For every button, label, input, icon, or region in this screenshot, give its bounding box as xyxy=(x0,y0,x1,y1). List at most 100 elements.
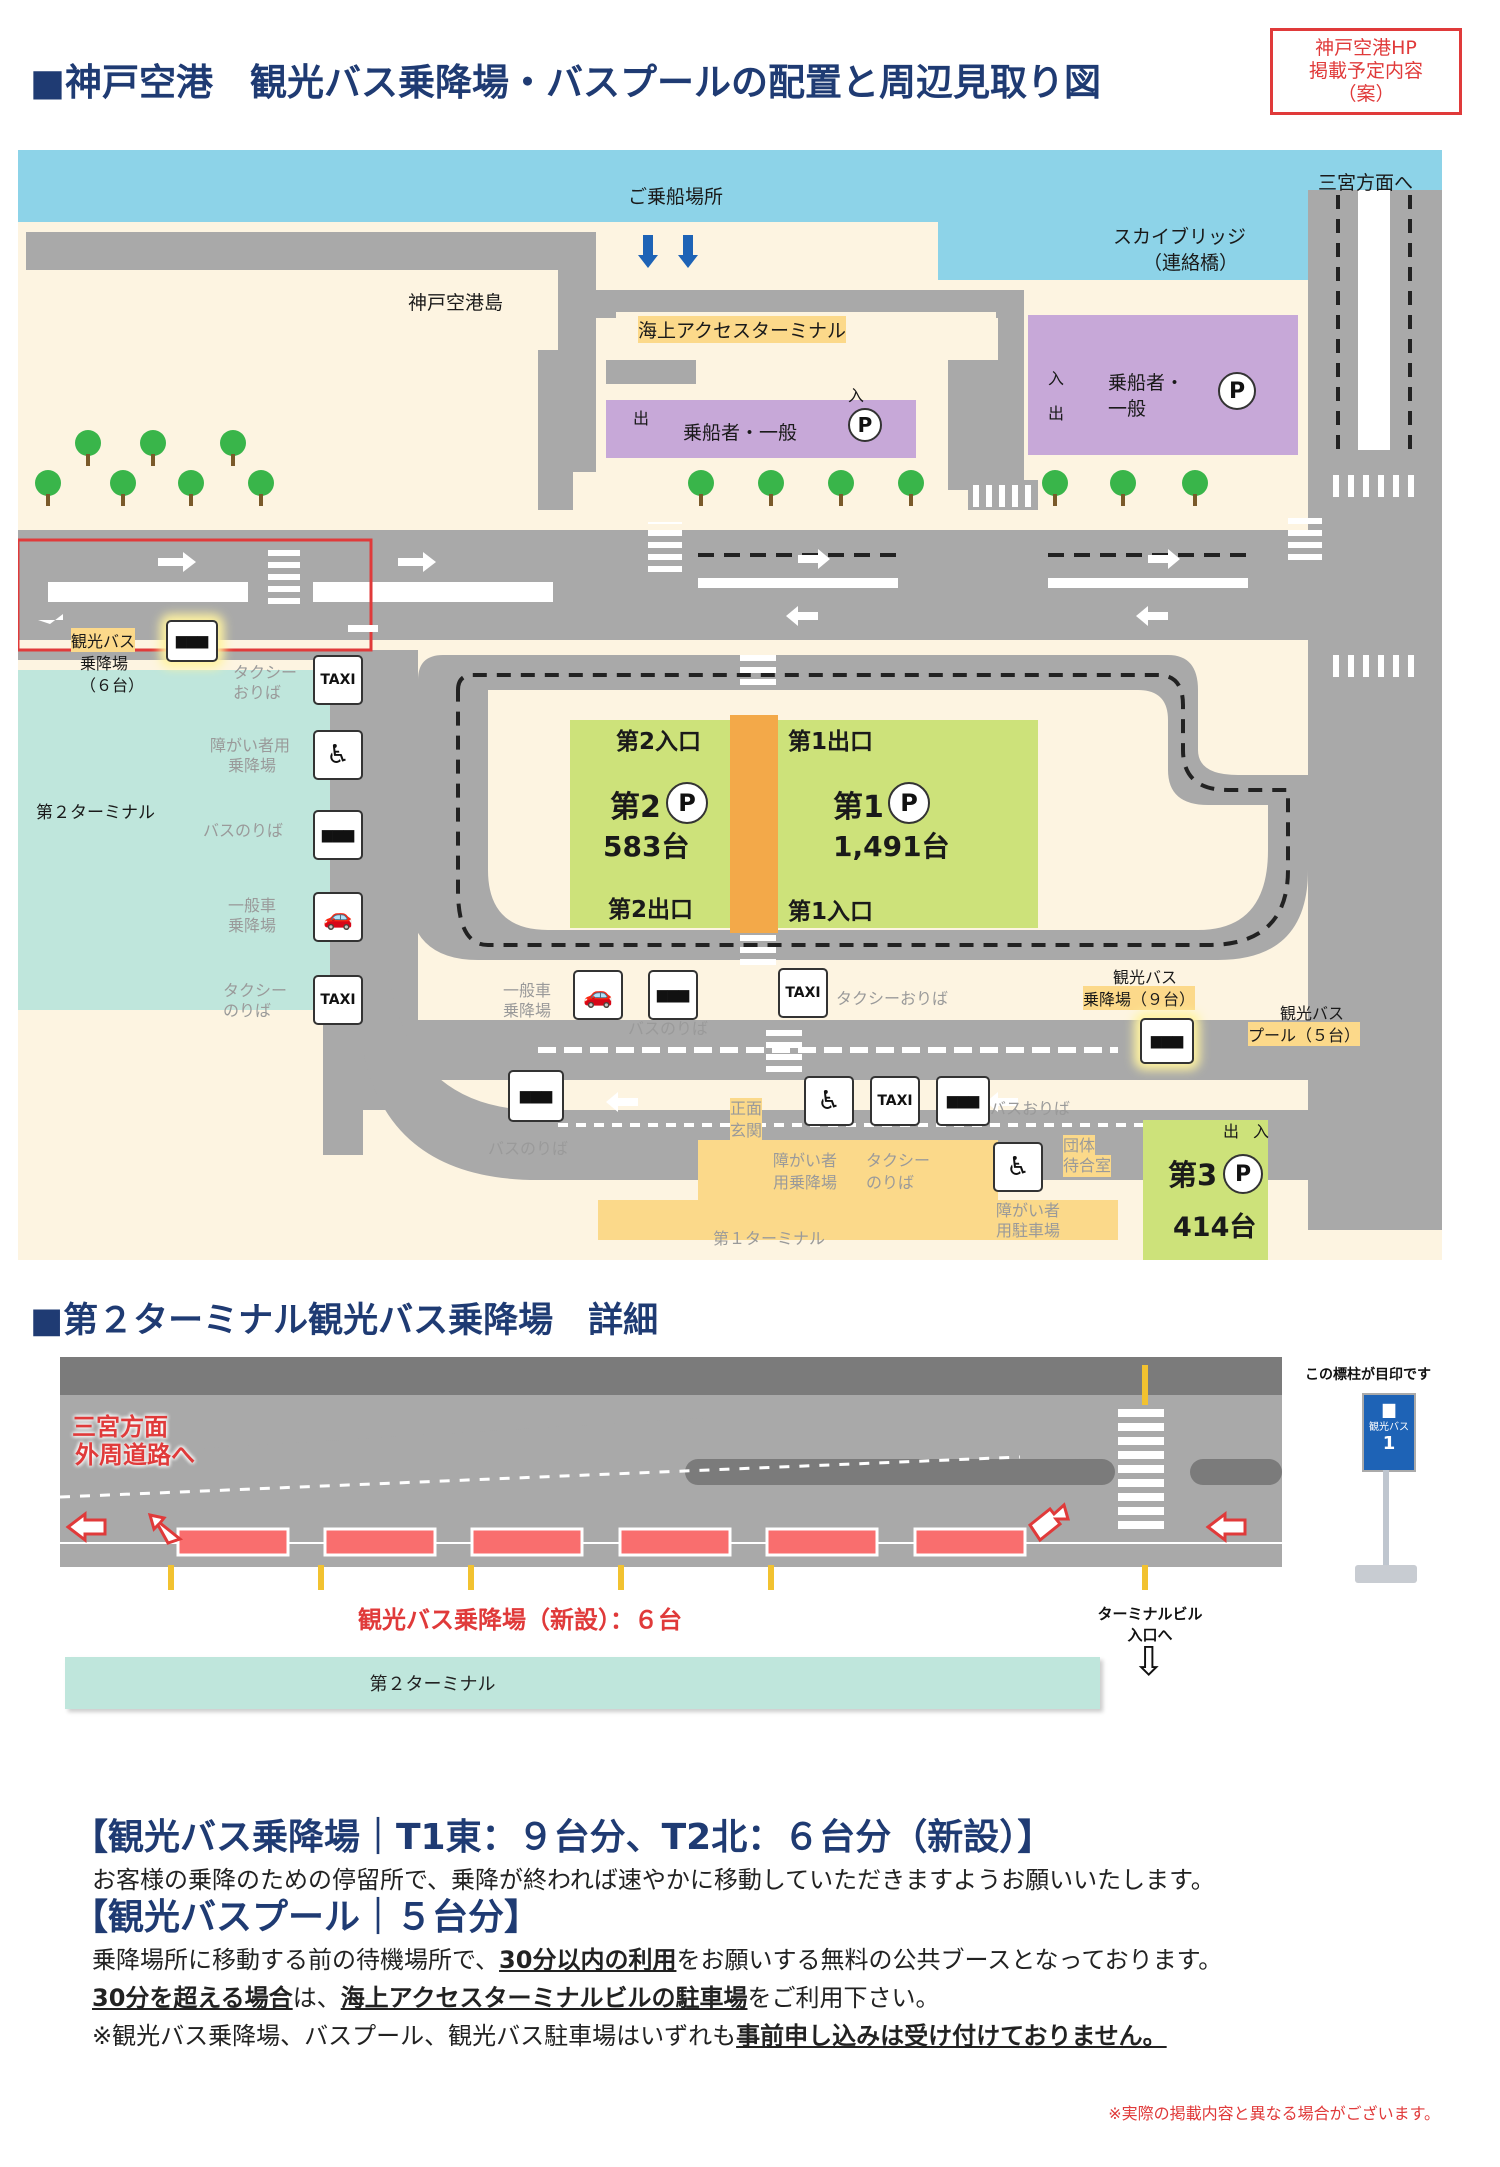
page-title: ■神戸空港 観光バス乗降場・バスプールの配置と周辺見取り図 xyxy=(30,61,1101,104)
detail-title: ■第２ターミナル観光バス乗降場 詳細 xyxy=(30,1301,659,1341)
t2-disabled-label-2: 乗降場 xyxy=(228,756,277,775)
info-text-4: ※観光バス乗降場、バスプール、観光バス駐車場はいずれも事前申し込みは受け付けてお… xyxy=(92,2016,1167,2051)
wheelchair-icon: ♿ xyxy=(804,1076,854,1126)
bus-stop-sign: ▆ 観光バス 1 xyxy=(1362,1393,1416,1472)
parking-icon: P xyxy=(848,408,882,442)
info-text-3b: は、 xyxy=(292,1984,341,2012)
t2-taxi-pick-label-2: のりば xyxy=(223,1001,272,1020)
p2-count-label: 583台 xyxy=(603,830,690,863)
group-room-label-2: 待合室 xyxy=(1063,1155,1112,1177)
bus-pool-label-1: 観光バス xyxy=(1280,1004,1345,1023)
to-sannomiya-label-2: 外周道路へ xyxy=(75,1441,195,1469)
to-terminal-label-1: ターミナルビル xyxy=(1097,1605,1203,1623)
info-text-2b: 30分以内の利用 xyxy=(499,1946,677,1974)
tour-bus-t2-label-1: 観光バス xyxy=(71,628,136,652)
p3-name-label: 第3 xyxy=(1168,1158,1218,1192)
p3-count-label: 414台 xyxy=(1173,1212,1257,1243)
t2-bus-stop-label: バスのりば xyxy=(203,821,284,840)
group-room-label-1: 団体 xyxy=(1063,1135,1096,1157)
p2-name-label: 第2 xyxy=(610,790,661,825)
lot-b-label-2: 一般 xyxy=(1108,398,1147,420)
info-text-3c: 海上アクセスターミナルビルの駐車場 xyxy=(340,1984,748,2012)
info-text-2: 乗降場所に移動する前の待機場所で、30分以内の利用をお願いする無料の公共ブースと… xyxy=(92,1940,1222,1975)
t1-taxi-label-1: タクシー xyxy=(866,1151,931,1170)
lot-b-exit-label: 出 xyxy=(1048,404,1065,423)
draft-line-3: （案） xyxy=(1337,83,1395,105)
p2-exit-label: 第2出口 xyxy=(608,897,694,923)
lot-a-exit-label: 出 xyxy=(633,409,650,428)
bus-icon: ▆▆▆ xyxy=(508,1070,564,1122)
car-icon: 🚗 xyxy=(573,970,623,1020)
to-sannomiya-label-1: 三宮方面 xyxy=(72,1413,168,1441)
to-terminal-label-2: 入口へ xyxy=(1127,1626,1173,1644)
info-text-2c: をお願いする無料の公共ブースとなっております。 xyxy=(676,1946,1223,1974)
lot-a-entry-label: 入 xyxy=(848,386,865,405)
c-bus-stop-label: バスのりば xyxy=(628,1019,709,1038)
draft-line-1: 神戸空港HP xyxy=(1315,37,1417,59)
arrow-down-icon: ⇩ xyxy=(1132,1639,1166,1685)
sign-base xyxy=(1355,1565,1417,1583)
terminal1-label: 第１ターミナル xyxy=(713,1229,826,1248)
sannomiya-label: 三宮方面へ xyxy=(1318,172,1414,194)
draft-line-2: 掲載予定内容 xyxy=(1308,60,1423,82)
t2-disabled-label-1: 障がい者用 xyxy=(210,736,291,755)
main-entrance-label-1: 正面 xyxy=(730,1098,763,1120)
t2-taxi-drop-label-2: おりば xyxy=(233,683,282,702)
sky-bridge-sub-label: （連絡橋） xyxy=(1143,252,1239,274)
island-label: 神戸空港島 xyxy=(408,292,504,314)
airport-map: ご乗船場所 三宮方面へ スカイブリッジ （連絡橋） 神戸空港島 海上アクセスター… xyxy=(18,150,1442,1260)
info-heading-2: 【観光バスプール｜５台分】 xyxy=(72,1897,541,1938)
taxi-icon: TAXI xyxy=(313,975,363,1025)
disabled-parking-label-1: 障がい者 xyxy=(996,1201,1061,1220)
draft-notice: 神戸空港HP 掲載予定内容 （案） xyxy=(1270,28,1462,115)
wheelchair-icon: ♿ xyxy=(313,730,363,780)
lot-b-label-1: 乗船者・ xyxy=(1108,372,1185,394)
marine-terminal-label: 海上アクセスターミナル xyxy=(638,316,847,343)
car-icon: 🚗 xyxy=(313,892,363,942)
map-drawing xyxy=(18,150,1442,1260)
info-text-3: 30分を超える場合は、海上アクセスターミナルビルの駐車場をご利用下さい。 xyxy=(92,1978,940,2013)
bus-icon: ▆▆▆ xyxy=(936,1076,990,1126)
t1-disabled-label-1: 障がい者 xyxy=(773,1151,838,1170)
bus-pool-label-2: プール（５台） xyxy=(1248,1022,1361,1046)
c-car-label-1: 一般車 xyxy=(503,981,552,1000)
wheelchair-icon: ♿ xyxy=(993,1142,1043,1192)
detail-drawing xyxy=(60,1357,1282,1594)
terminal2-block-label: 第２ターミナル xyxy=(369,1674,496,1695)
terminal2-label: 第２ターミナル xyxy=(36,803,155,823)
t2-taxi-drop-label-1: タクシー xyxy=(233,663,298,682)
bus-icon: ▆▆▆ xyxy=(1140,1018,1194,1064)
p1-name-label: 第1 xyxy=(833,790,884,825)
p2-entry-label: 第2入口 xyxy=(616,729,702,755)
lot-a-label: 乗船者・一般 xyxy=(683,422,798,444)
p3-exit-label: 出 xyxy=(1223,1122,1240,1141)
t2-car-label-2: 乗降場 xyxy=(228,916,277,935)
tour-bus-t1-label-1: 観光バス xyxy=(1113,968,1178,987)
disabled-parking-label-2: 用駐車場 xyxy=(996,1221,1061,1240)
bus-drop-label: バスおりば xyxy=(990,1099,1071,1118)
info-heading-1: 【観光バス乗降場｜T1東：９台分、T2北：６台分（新設）】 xyxy=(72,1817,1054,1858)
sign-pole xyxy=(1383,1470,1389,1570)
p1-exit-label: 第1出口 xyxy=(788,729,874,755)
tour-bus-t2-label-3: （６台） xyxy=(80,676,145,695)
t2-taxi-pick-label-1: タクシー xyxy=(223,981,288,1000)
bus-icon: ▆▆▆ xyxy=(648,970,698,1020)
info-text-3a: 30分を超える場合 xyxy=(92,1984,293,2012)
taxi-icon: TAXI xyxy=(778,968,828,1018)
info-text-2a: 乗降場所に移動する前の待機場所で、 xyxy=(92,1946,500,1974)
disclaimer-note: ※実際の掲載内容と異なる場合がございます。 xyxy=(1108,2104,1440,2123)
sky-bridge-label: スカイブリッジ xyxy=(1113,226,1247,248)
parking-icon: P xyxy=(888,782,930,824)
lot-b-entry-label: 入 xyxy=(1048,369,1065,388)
info-text-1: お客様の乗降のための停留所で、乗降が終われば速やかに移動していただきますようお願… xyxy=(92,1866,1215,1894)
p1-entry-label: 第1入口 xyxy=(788,899,874,925)
tour-bus-t1-label-2: 乗降場（９台） xyxy=(1083,986,1196,1010)
parking-icon: P xyxy=(1218,372,1256,410)
c-taxi-drop-label: タクシーおりば xyxy=(836,989,949,1008)
p1-count-label: 1,491台 xyxy=(833,830,950,863)
bus-icon: ▆▆▆ xyxy=(166,620,218,662)
info-text-4b: 事前申し込みは受け付けておりません。 xyxy=(736,2022,1167,2050)
main-entrance-label-2: 玄関 xyxy=(730,1120,763,1142)
taxi-icon: TAXI xyxy=(870,1076,920,1126)
sign-number: 1 xyxy=(1382,1433,1396,1454)
